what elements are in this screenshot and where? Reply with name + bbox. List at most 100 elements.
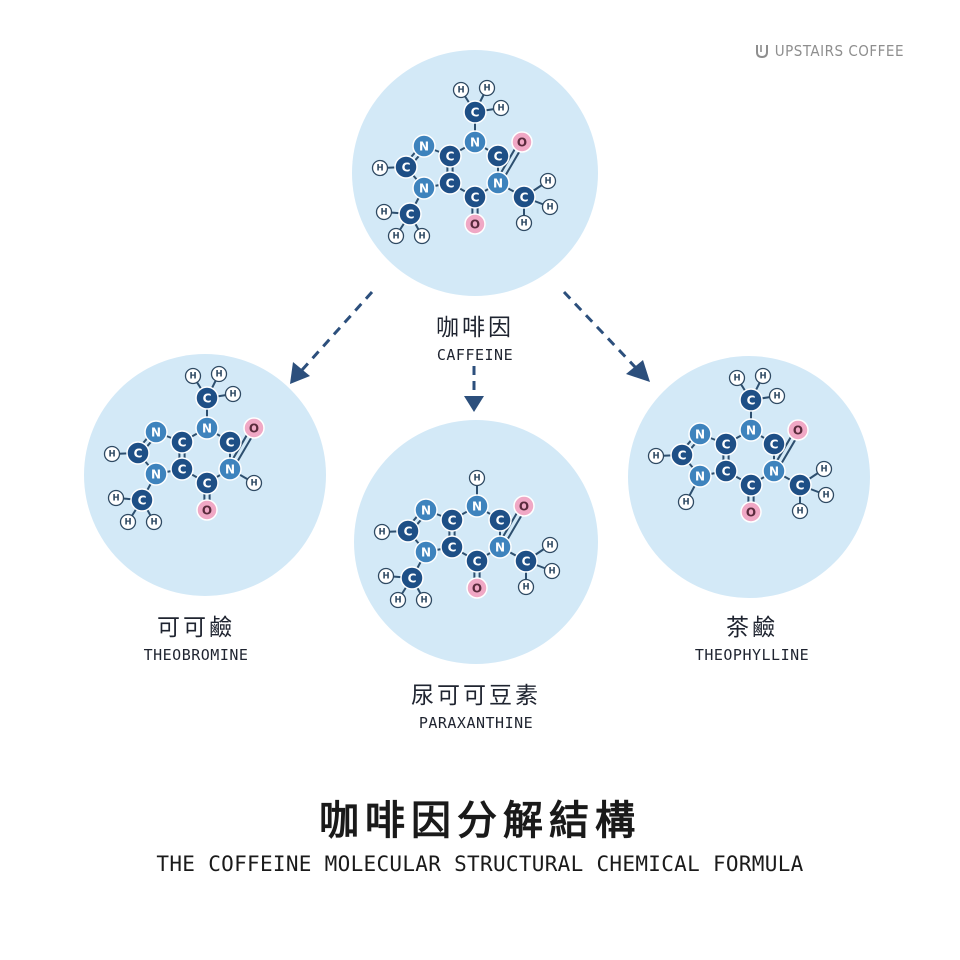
- hydrogen-symbol: H: [457, 86, 464, 96]
- paraxanthine-name-en: PARAXANTHINE: [418, 714, 534, 732]
- theophylline-label: 茶鹼 THEOPHYLLINE: [652, 608, 852, 664]
- nitrogen-symbol: N: [202, 422, 212, 436]
- nitrogen-atom: N: [414, 540, 438, 564]
- carbon-symbol: C: [496, 514, 505, 528]
- carbon-atom: C: [788, 473, 812, 497]
- caffeine-label: 咖啡因 CAFFEINE: [375, 308, 575, 364]
- theobromine-name-en: THEOBROMINE: [143, 646, 249, 664]
- hydrogen-symbol: H: [418, 232, 425, 242]
- hydrogen-symbol: H: [520, 219, 527, 229]
- carbon-atom: C: [762, 432, 786, 456]
- nitrogen-atom: N: [463, 130, 487, 154]
- brand-logo: UPSTAIRS COFFEE: [755, 42, 904, 60]
- paraxanthine-name-zh: 尿可可豆素: [411, 683, 541, 709]
- nitrogen-symbol: N: [225, 463, 235, 477]
- oxygen-atom: O: [513, 495, 535, 517]
- hydrogen-atom: H: [768, 387, 786, 405]
- carbon-atom: C: [396, 519, 420, 543]
- carbon-atom: C: [486, 144, 510, 168]
- carbon-symbol: C: [796, 479, 805, 493]
- hydrogen-atom: H: [452, 81, 470, 99]
- carbon-symbol: C: [520, 191, 529, 205]
- hydrogen-symbol: H: [215, 370, 222, 380]
- hydrogen-symbol: H: [189, 372, 196, 382]
- hydrogen-atom: H: [210, 365, 228, 383]
- carbon-symbol: C: [471, 106, 480, 120]
- hydrogen-atom: H: [468, 469, 486, 487]
- oxygen-symbol: O: [519, 500, 529, 514]
- nitrogen-atom: N: [414, 498, 438, 522]
- oxygen-atom: O: [740, 501, 762, 523]
- nitrogen-atom: N: [144, 462, 168, 486]
- carbon-symbol: C: [722, 465, 731, 479]
- hydrogen-atom: H: [754, 367, 772, 385]
- hydrogen-symbol: H: [497, 104, 504, 114]
- nitrogen-atom: N: [412, 134, 436, 158]
- hydrogen-atom: H: [107, 489, 125, 507]
- hydrogen-symbol: H: [522, 583, 529, 593]
- title-en: THE COFFEINE MOLECULAR STRUCTURAL CHEMIC…: [156, 852, 804, 876]
- oxygen-symbol: O: [517, 136, 527, 150]
- nitrogen-symbol: N: [695, 428, 705, 442]
- title-zh: 咖啡因分解結構: [319, 797, 641, 844]
- hydrogen-atom: H: [224, 385, 242, 403]
- paraxanthine-label: 尿可可豆素 PARAXANTHINE: [376, 676, 576, 732]
- nitrogen-symbol: N: [421, 504, 431, 518]
- nitrogen-atom: N: [218, 457, 242, 481]
- carbon-atom: C: [670, 443, 694, 467]
- carbon-atom: C: [463, 185, 487, 209]
- hydrogen-symbol: H: [546, 203, 553, 213]
- carbon-symbol: C: [722, 438, 731, 452]
- nitrogen-atom: N: [688, 464, 712, 488]
- nitrogen-atom: N: [688, 422, 712, 446]
- hydrogen-symbol: H: [546, 541, 553, 551]
- carbon-symbol: C: [134, 447, 143, 461]
- oxygen-symbol: O: [202, 504, 212, 518]
- hydrogen-atom: H: [791, 502, 809, 520]
- carbon-atom: C: [438, 144, 462, 168]
- oxygen-symbol: O: [249, 422, 259, 436]
- hydrogen-atom: H: [541, 198, 559, 216]
- hydrogen-atom: H: [415, 591, 433, 609]
- hydrogen-symbol: H: [380, 208, 387, 218]
- nitrogen-symbol: N: [421, 546, 431, 560]
- carbon-symbol: C: [402, 161, 411, 175]
- carbon-atom: C: [400, 566, 424, 590]
- carbon-atom: C: [512, 185, 536, 209]
- hydrogen-atom: H: [184, 367, 202, 385]
- carbon-symbol: C: [203, 392, 212, 406]
- carbon-symbol: C: [471, 191, 480, 205]
- hydrogen-symbol: H: [652, 452, 659, 462]
- hydrogen-symbol: H: [376, 164, 383, 174]
- hydrogen-symbol: H: [229, 390, 236, 400]
- nitrogen-symbol: N: [495, 541, 505, 555]
- carbon-atom: C: [394, 155, 418, 179]
- carbon-atom: C: [170, 430, 194, 454]
- hydrogen-symbol: H: [820, 465, 827, 475]
- oxygen-atom: O: [787, 419, 809, 441]
- oxygen-atom: O: [466, 577, 488, 599]
- nitrogen-symbol: N: [472, 500, 482, 514]
- nitrogen-symbol: N: [695, 470, 705, 484]
- carbon-atom: C: [488, 508, 512, 532]
- brand-name: UPSTAIRS COFFEE: [774, 42, 904, 60]
- oxygen-atom: O: [464, 213, 486, 235]
- carbon-symbol: C: [473, 555, 482, 569]
- nitrogen-atom: N: [488, 535, 512, 559]
- carbon-symbol: C: [406, 208, 415, 222]
- nitrogen-symbol: N: [493, 177, 503, 191]
- oxygen-atom: O: [511, 131, 533, 153]
- hydrogen-atom: H: [647, 447, 665, 465]
- nitrogen-atom: N: [465, 494, 489, 518]
- carbon-atom: C: [195, 386, 219, 410]
- caffeine-name-en: CAFFEINE: [436, 346, 514, 364]
- nitrogen-atom: N: [762, 459, 786, 483]
- hydrogen-symbol: H: [773, 392, 780, 402]
- carbon-symbol: C: [747, 394, 756, 408]
- hydrogen-atom: H: [478, 79, 496, 97]
